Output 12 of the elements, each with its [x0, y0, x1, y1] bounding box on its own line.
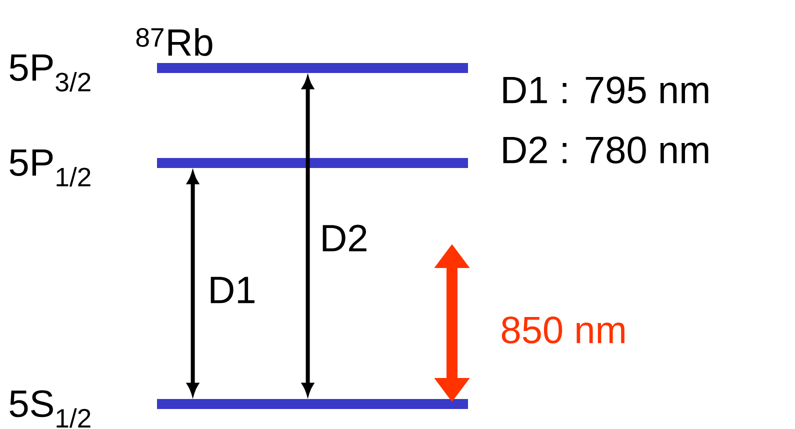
text-label: D1 : 795 nm — [503, 76, 708, 104]
edge-label: D1 — [210, 276, 254, 304]
text-label: D2 : 780 nm — [503, 136, 708, 164]
energy-level-bar — [157, 399, 468, 409]
text-label: $^{87}$Rb — [136, 28, 212, 56]
energy-level-bar — [157, 158, 468, 168]
text-label: 850 nm — [502, 316, 624, 344]
level-label: 5S$_{1/2}$ — [10, 390, 90, 428]
level-label: 5P$_{1/2}$ — [10, 149, 90, 187]
energy-level-bar — [157, 63, 468, 73]
level-label: 5P$_{3/2}$ — [10, 54, 90, 92]
edge-label: D2 — [322, 224, 366, 252]
